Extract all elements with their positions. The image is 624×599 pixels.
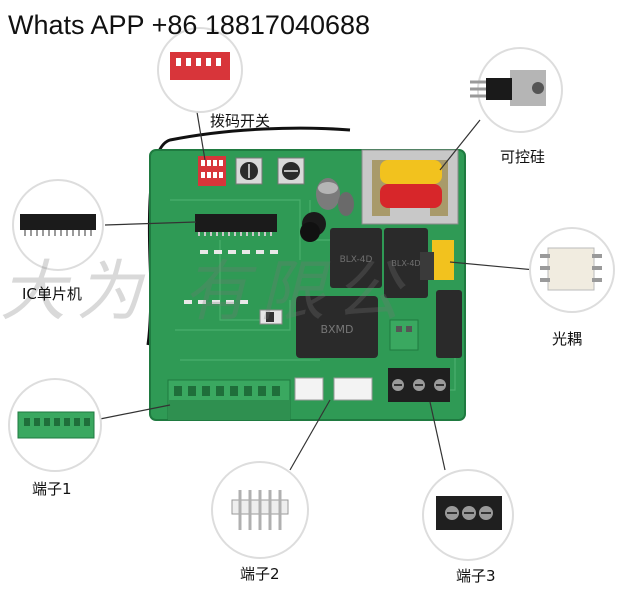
smd-components	[184, 250, 278, 304]
contact-header: Whats APP +86 18817040688	[8, 10, 371, 40]
dip-switch-closeup	[170, 52, 230, 80]
label-dip-switch: 拨码开关	[210, 112, 271, 130]
label-thyristor: 可控硅	[500, 148, 546, 166]
callout-lines	[94, 99, 536, 471]
relay-c: BLX-4D	[384, 228, 428, 298]
thyristor-closeup	[470, 70, 546, 106]
relay-d	[436, 290, 462, 358]
potentiometers	[235, 157, 305, 185]
label-terminal2: 端子2	[240, 565, 280, 583]
terminal1-closeup	[17, 411, 95, 439]
mcu-closeup	[20, 214, 96, 236]
terminal3-closeup	[436, 496, 502, 530]
label-mcu: IC单片机	[22, 285, 82, 303]
relay-a: BXMD	[296, 296, 378, 358]
terminal-block-3	[388, 368, 450, 402]
terminal-block-1	[167, 379, 291, 421]
watermark-text: 大为 有限公	[0, 253, 411, 330]
transformer	[361, 149, 459, 225]
terminal-small	[389, 319, 419, 351]
label-terminal3: 端子3	[456, 567, 496, 585]
label-optocoupler: 光耦	[552, 330, 583, 348]
svg-text:BXMD: BXMD	[320, 323, 353, 336]
thyristor-board	[420, 252, 434, 280]
svg-text:BLX-4D: BLX-4D	[391, 259, 420, 268]
optocoupler-closeup	[540, 247, 602, 291]
svg-text:BLX-4D: BLX-4D	[340, 255, 373, 265]
terminal-block-2	[294, 377, 373, 401]
relay-b: BLX-4D	[330, 228, 382, 288]
terminal2-closeup	[231, 490, 289, 530]
mcu-chip	[195, 214, 277, 232]
label-terminal1: 端子1	[32, 480, 72, 498]
optocoupler-board	[432, 240, 454, 280]
